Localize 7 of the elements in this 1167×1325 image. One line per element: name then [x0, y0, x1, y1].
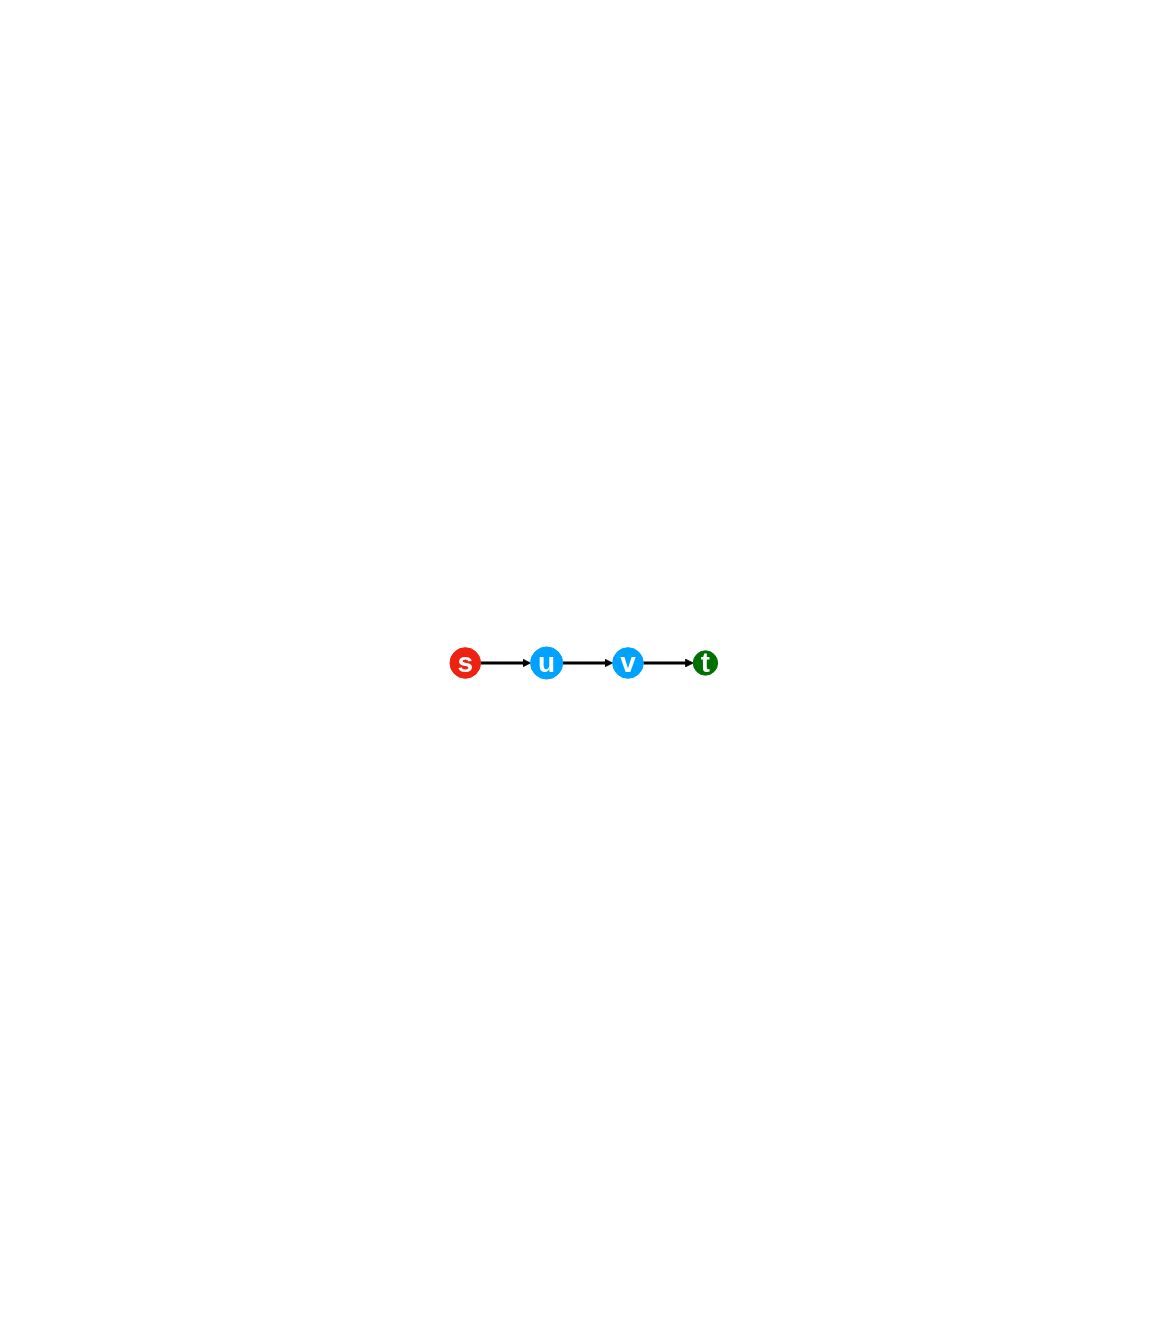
arrow [562, 658, 613, 667]
node-circle: u [529, 645, 563, 680]
arrow [480, 658, 531, 667]
node-circle: s [449, 646, 481, 679]
node-circle: t [692, 649, 718, 676]
arrow [642, 658, 694, 667]
node-circle: v [611, 646, 644, 679]
